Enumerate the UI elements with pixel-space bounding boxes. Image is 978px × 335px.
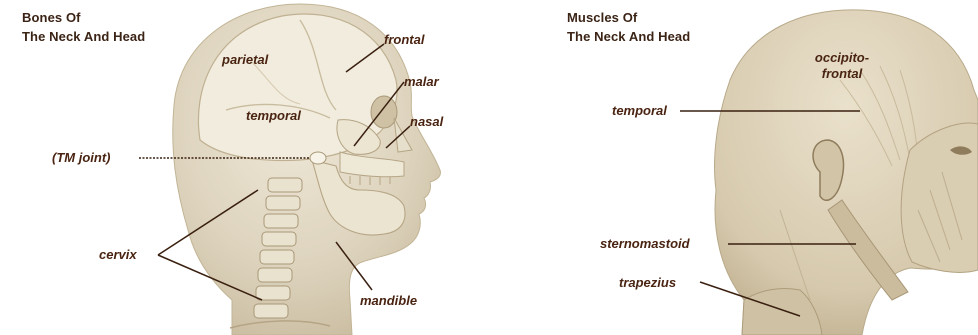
label-tm-joint: (TM joint) — [52, 150, 110, 166]
label-temporal-bone: temporal — [246, 108, 301, 124]
occipito-frontal-line1: occipito- — [800, 50, 884, 66]
right-title-line1: Muscles Of — [567, 8, 690, 27]
occipito-frontal-line2: frontal — [800, 66, 884, 82]
left-title-line1: Bones Of — [22, 8, 145, 27]
left-panel-title: Bones Of The Neck And Head — [22, 8, 145, 46]
label-occipito-frontal: occipito- frontal — [800, 50, 884, 82]
label-sternomastoid: sternomastoid — [600, 236, 690, 252]
right-title-line2: The Neck And Head — [567, 27, 690, 46]
left-title-line2: The Neck And Head — [22, 27, 145, 46]
label-malar: malar — [404, 74, 439, 90]
left-head-figure — [173, 4, 441, 335]
label-frontal: frontal — [384, 32, 424, 48]
label-trapezius: trapezius — [619, 275, 676, 291]
label-nasal: nasal — [410, 114, 443, 130]
label-temporal-muscle: temporal — [612, 103, 667, 119]
tm-joint — [310, 152, 326, 164]
label-parietal: parietal — [222, 52, 268, 68]
right-panel-title: Muscles Of The Neck And Head — [567, 8, 690, 46]
eye-orbit — [371, 96, 397, 128]
label-cervix: cervix — [99, 247, 137, 263]
label-mandible: mandible — [360, 293, 417, 309]
